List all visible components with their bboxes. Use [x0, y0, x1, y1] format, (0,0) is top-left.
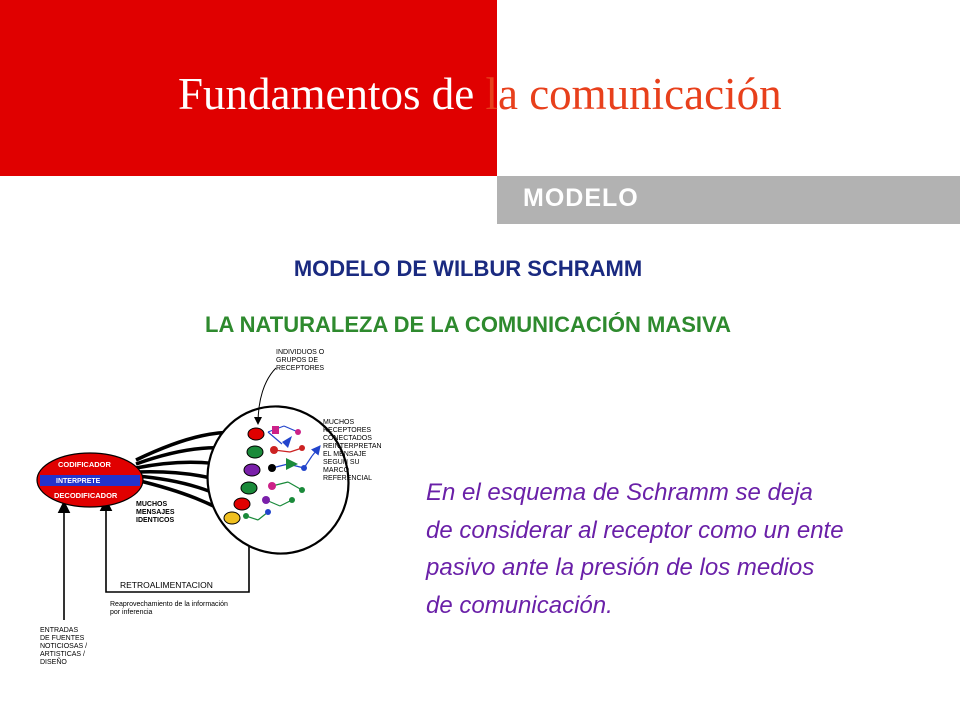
entradas-label-3: NOTICIOSAS /	[40, 643, 87, 650]
interprete-label: INTERPRETE	[56, 478, 101, 485]
mensajes-label-3: IDENTICOS	[136, 517, 174, 524]
receptores-label-8: REFERENCIAL	[323, 475, 372, 482]
receptores-label-3: CONECTADOS	[323, 435, 372, 442]
receptores-label-2: RECEPTORES	[323, 427, 371, 434]
interpreter-band	[40, 475, 140, 486]
receptores-label-6: SEGUN SU	[323, 459, 360, 466]
schramm-diagram: CODIFICADOR INTERPRETE DECODIFICADOR MUC…	[36, 349, 382, 666]
feedback-line	[99, 498, 250, 593]
red-header-block	[0, 0, 497, 176]
decodificador-label: DECODIFICADOR	[54, 491, 118, 500]
model-heading: MODELO DE WILBUR SCHRAMM	[293, 256, 643, 281]
receivers-ellipse	[206, 405, 350, 555]
description-text: En el esquema de Schramm se deja de cons…	[426, 479, 844, 619]
retro-label: RETROALIMENTACION	[120, 580, 213, 590]
entradas-label-5: DISEÑO	[40, 657, 67, 666]
entradas-label-4: ARTISTICAS /	[40, 651, 85, 658]
model-subheading: LA NATURALEZA DE LA COMUNICACIÓN MASIVA	[205, 312, 731, 337]
receptores-label-1: MUCHOS	[323, 419, 354, 426]
receiver-nodes	[223, 426, 307, 525]
section-bar	[497, 176, 960, 224]
receptores-label-4: REINTERPRETAN	[323, 443, 382, 450]
retro-desc-1: Reaprovechamiento de la información	[110, 601, 228, 608]
individuos-label-3: RECEPTORES	[276, 365, 324, 372]
section-label: MODELO	[523, 184, 639, 212]
individuos-label-1: INDIVIDUOS O	[276, 349, 325, 356]
codificador-label: CODIFICADOR	[58, 460, 111, 469]
title-part-2: la comunicación	[485, 69, 782, 119]
retro-desc-2: por inferencia	[110, 609, 153, 616]
title-part-1: Fundamentos de	[178, 69, 475, 119]
slide-title: Fundamentos de la comunicación	[178, 66, 938, 122]
receptores-label-5: EL MENSAJE	[323, 451, 367, 458]
entradas-label-1: ENTRADAS	[40, 627, 78, 634]
mensajes-label-2: MENSAJES	[136, 509, 175, 516]
individuos-label-2: GRUPOS DE	[276, 357, 318, 364]
receptores-label-7: MARCO	[323, 467, 350, 474]
individuos-pointer	[254, 367, 277, 425]
entradas-label-2: DE FUENTES	[40, 635, 85, 642]
mensajes-label-1: MUCHOS	[136, 501, 167, 508]
